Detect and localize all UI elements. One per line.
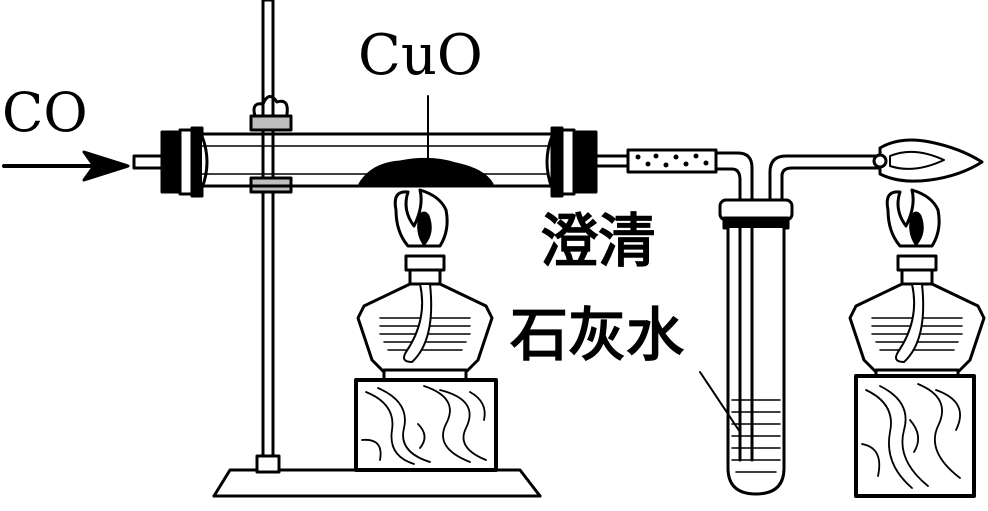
combustion-tube-icon <box>132 95 598 198</box>
outlet-tubing <box>594 148 882 462</box>
limewater-label-line2: 石灰水 <box>510 301 685 369</box>
alcohol-lamp-icon <box>848 188 986 498</box>
co-label: CO <box>2 81 88 144</box>
cuo-label: CuO <box>358 23 483 88</box>
limewater-label-line1: 澄清 <box>540 207 657 275</box>
test-tube-icon <box>699 198 794 496</box>
flame-icon <box>872 138 984 183</box>
arrow-right-icon <box>2 150 130 182</box>
iron-stand-icon <box>212 0 542 498</box>
alcohol-lamp-icon <box>354 188 498 472</box>
